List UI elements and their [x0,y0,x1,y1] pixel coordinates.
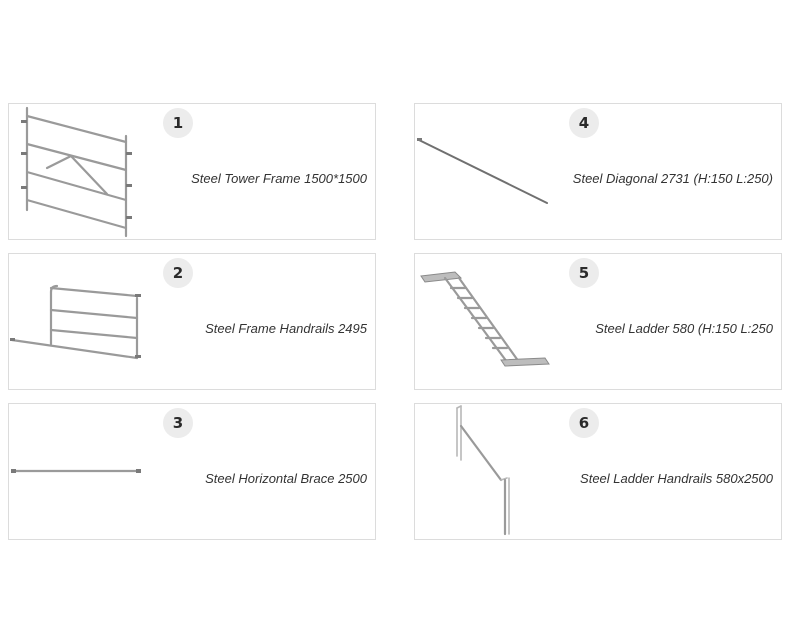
product-card-2[interactable]: 2 Steel Frame Handrails 2495 [8,253,376,390]
product-card-5[interactable]: 5 Steel Ladder 580 (H:150 L:250 [414,253,782,390]
product-label: Steel Frame Handrails 2495 [205,321,367,336]
product-number-badge: 1 [163,108,193,138]
diagonal-brace-icon [417,138,548,204]
product-number-badge: 3 [163,408,193,438]
product-number-badge: 5 [569,258,599,288]
product-label: Steel Horizontal Brace 2500 [205,471,367,486]
horizontal-brace-icon [11,469,141,473]
product-number-badge: 4 [569,108,599,138]
tower-frame-icon [21,106,132,238]
product-card-3[interactable]: 3 Steel Horizontal Brace 2500 [8,403,376,540]
product-card-6[interactable]: 6 Steel Ladder Handrails 580x2500 [414,403,782,540]
product-card-4[interactable]: 4 Steel Diagonal 2731 (H:150 L:250) [414,103,782,240]
product-label: Steel Ladder Handrails 580x2500 [580,471,773,486]
product-card-1[interactable]: 1 Steel Tower Frame 1500*1500 [8,103,376,240]
product-label: Steel Ladder 580 (H:150 L:250 [595,321,773,336]
frame-handrail-icon [10,284,141,360]
product-label: Steel Diagonal 2731 (H:150 L:250) [572,171,773,186]
product-number-badge: 6 [569,408,599,438]
ladder-icon [420,271,550,367]
ladder-handrail-icon [456,405,510,536]
product-number-badge: 2 [163,258,193,288]
product-label: Steel Tower Frame 1500*1500 [191,171,367,186]
